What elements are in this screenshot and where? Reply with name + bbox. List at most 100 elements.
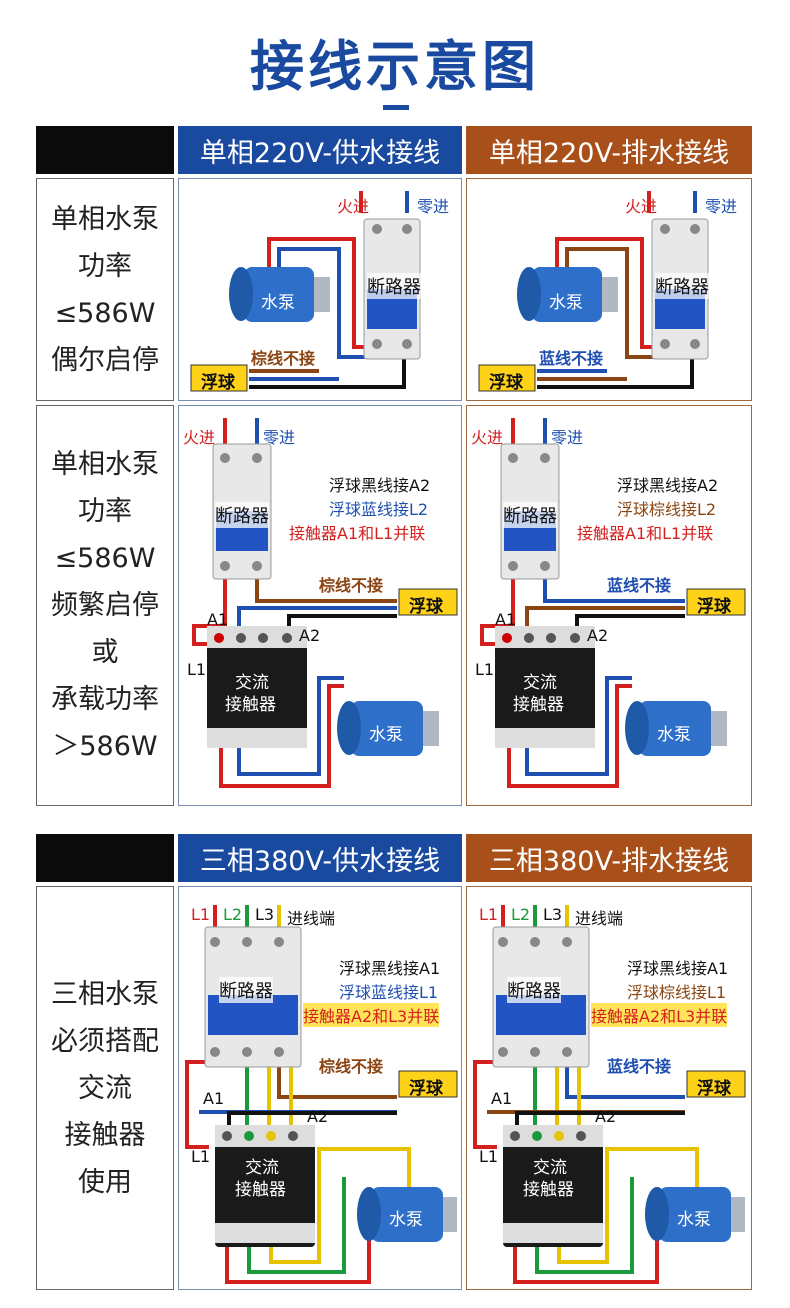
note-line: 浮球蓝线接L2 — [329, 500, 429, 519]
panel-three-supply: L1 L2 L3 进线端 断路器 浮球黑线接A1 浮球蓝线接L1 接触器A2和L… — [178, 886, 462, 1290]
row2-label-line: 频繁启停 — [51, 590, 159, 621]
contactor — [215, 1125, 315, 1247]
wiring-diagram — [473, 905, 699, 1284]
row3-label: 三相水泵 必须搭配 交流 接触器 使用 — [36, 886, 174, 1290]
note-line: 接触器A2和L3并联 — [303, 1003, 440, 1027]
pump-label: 水泵 — [657, 725, 691, 745]
row1-label: 单相水泵 功率 ≤586W 偶尔启停 — [36, 178, 174, 401]
row3-label-line: 使用 — [78, 1166, 132, 1198]
contactor-label-1: 交流 — [523, 673, 557, 693]
a1-label: A1 — [491, 1089, 513, 1108]
row2-label-line: ＞586W — [52, 731, 158, 762]
row1-label-line: 单相水泵 — [51, 203, 159, 235]
contactor-label-1: 交流 — [235, 673, 269, 693]
contactor-label-1: 交流 — [533, 1158, 567, 1178]
pump-label: 水泵 — [549, 293, 583, 313]
row2-label-line: 功率 — [78, 496, 132, 527]
a1-label: A1 — [203, 1089, 225, 1108]
a2-label: A2 — [587, 626, 609, 645]
title-underline — [383, 105, 409, 110]
live-in-label: 火进 — [625, 197, 658, 216]
breaker-label: 断路器 — [367, 273, 421, 299]
header-single-phase-drain: 单相220V-排水接线 — [466, 126, 752, 174]
row3-label-line: 三相水泵 — [51, 978, 159, 1010]
a1-label: A1 — [207, 610, 229, 629]
contactor — [207, 626, 307, 748]
pump-icon — [337, 701, 439, 756]
neutral-in-label: 零进 — [417, 197, 450, 216]
pump-label: 水泵 — [389, 1210, 423, 1230]
brown-not-connected-label: 棕线不接 — [251, 349, 316, 368]
panel-single-drain-contactor: 火进 零进 断路器 浮球黑线接A2 浮球棕线接L2 接触器A1和L1并联 蓝线不… — [466, 405, 752, 806]
row3-label-line: 交流 — [78, 1072, 132, 1104]
header-three-phase-supply: 三相380V-供水接线 — [178, 834, 462, 882]
float-label: 浮球 — [489, 373, 523, 393]
float-label: 浮球 — [697, 1079, 731, 1099]
panel-single-supply-contactor: 火进 零进 断路器 浮球黑线接A2 浮球蓝线接L2 接触器A1和L1并联 棕线不… — [178, 405, 462, 806]
blue-not-connected-label: 蓝线不接 — [539, 349, 604, 368]
pump-icon — [645, 1187, 745, 1242]
header-three-phase-drain: 三相380V-排水接线 — [466, 834, 752, 882]
pump-icon — [357, 1187, 457, 1242]
l1-label: L1 — [479, 1147, 499, 1166]
incoming-label: 进线端 — [575, 909, 624, 928]
row1-label-line: 偶尔启停 — [51, 344, 159, 376]
contactor-label-2: 接触器 — [225, 695, 276, 715]
row3-label-line: 接触器 — [64, 1119, 146, 1151]
brown-not-connected-label: 棕线不接 — [319, 576, 384, 595]
contactor-label-1: 交流 — [245, 1158, 279, 1178]
row2-label-line: 或 — [91, 637, 119, 668]
brown-not-connected-label: 棕线不接 — [319, 1057, 384, 1076]
row2-label-line: 单相水泵 — [51, 449, 159, 480]
contactor — [503, 1125, 603, 1247]
l2-label: L2 — [223, 905, 243, 924]
l1-label: L1 — [479, 905, 499, 924]
float-label: 浮球 — [409, 597, 443, 617]
live-in-label: 火进 — [471, 428, 504, 447]
note-line: 浮球黑线接A2 — [329, 476, 431, 495]
incoming-label: 进线端 — [287, 909, 336, 928]
panel-single-supply-simple: 火进 零进 断路器 水泵 棕线不接 浮球 — [178, 178, 462, 401]
l1-label: L1 — [191, 1147, 211, 1166]
note-line: 接触器A1和L1并联 — [289, 524, 426, 543]
header-blank-2 — [36, 834, 174, 882]
float-label: 浮球 — [409, 1079, 443, 1099]
page-title: 接线示意图 — [250, 35, 540, 98]
l1-label: L1 — [475, 660, 495, 679]
note-line: 浮球黑线接A2 — [617, 476, 719, 495]
note-line: 浮球蓝线接L1 — [339, 983, 439, 1002]
live-in-label: 火进 — [183, 428, 216, 447]
note-line: 浮球黑线接A1 — [339, 959, 441, 978]
panel-single-drain-simple: 火进 零进 断路器 水泵 蓝线不接 浮球 — [466, 178, 752, 401]
breaker-label: 断路器 — [215, 502, 269, 528]
pump-label: 水泵 — [677, 1210, 711, 1230]
note-line: 浮球棕线接L1 — [627, 983, 727, 1002]
l3-label: L3 — [543, 905, 563, 924]
neutral-in-label: 零进 — [705, 197, 738, 216]
row1-label-line: ≤586W — [54, 297, 156, 329]
contactor-label-2: 接触器 — [235, 1180, 286, 1200]
l3-label: L3 — [255, 905, 275, 924]
neutral-in-label: 零进 — [263, 428, 296, 447]
live-in-label: 火进 — [337, 197, 370, 216]
row2-label-line: ≤586W — [54, 543, 156, 574]
header-blank — [36, 126, 174, 174]
row2-label-line: 承载功率 — [51, 684, 159, 715]
l1-label: L1 — [191, 905, 211, 924]
breaker-label: 断路器 — [503, 502, 557, 528]
row3-label-line: 必须搭配 — [51, 1025, 159, 1057]
l1-label: L1 — [187, 660, 207, 679]
contactor-label-2: 接触器 — [523, 1180, 574, 1200]
note-line: 浮球棕线接L2 — [617, 500, 717, 519]
float-label: 浮球 — [697, 597, 731, 617]
contactor — [495, 626, 595, 748]
breaker-label: 断路器 — [507, 977, 561, 1003]
pump-icon — [229, 267, 330, 322]
blue-not-connected-label: 蓝线不接 — [607, 1057, 672, 1076]
l2-label: L2 — [511, 905, 531, 924]
pump-label: 水泵 — [261, 293, 295, 313]
note-line: 接触器A1和L1并联 — [577, 524, 714, 543]
blue-not-connected-label: 蓝线不接 — [607, 576, 672, 595]
contactor-label-2: 接触器 — [513, 695, 564, 715]
a2-label: A2 — [595, 1107, 617, 1126]
